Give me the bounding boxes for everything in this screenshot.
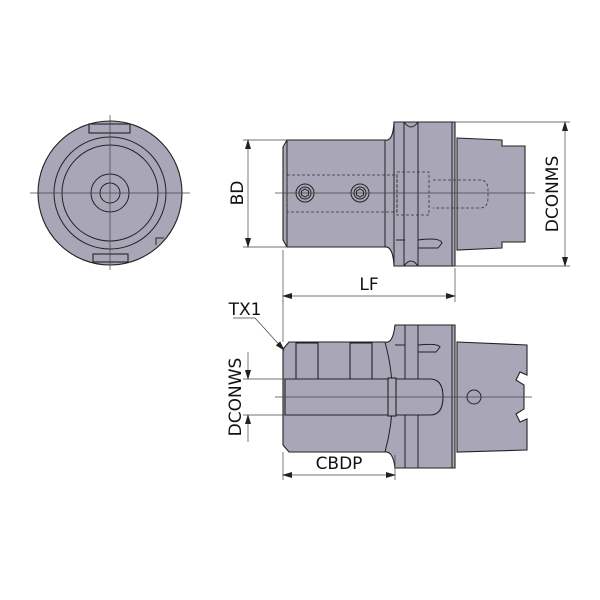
dimension-dconws: DCONWS: [226, 352, 285, 442]
dimension-tx1: TX1: [228, 300, 285, 351]
top-view: [275, 324, 532, 469]
lf-label: LF: [359, 275, 378, 295]
end-view: [30, 115, 190, 270]
dconms-label: DCONMS: [543, 156, 563, 233]
dimension-lf: LF: [282, 250, 456, 302]
dimension-bd: BD: [228, 139, 287, 248]
tx1-label: TX1: [228, 300, 262, 320]
dimension-cbdp: CBDP: [282, 452, 396, 480]
cbdp-label: CBDP: [316, 454, 363, 474]
side-view: [275, 121, 535, 267]
dconws-label: DCONWS: [226, 358, 246, 437]
dimension-dconms: DCONMS: [455, 121, 570, 267]
bd-label: BD: [228, 181, 248, 206]
